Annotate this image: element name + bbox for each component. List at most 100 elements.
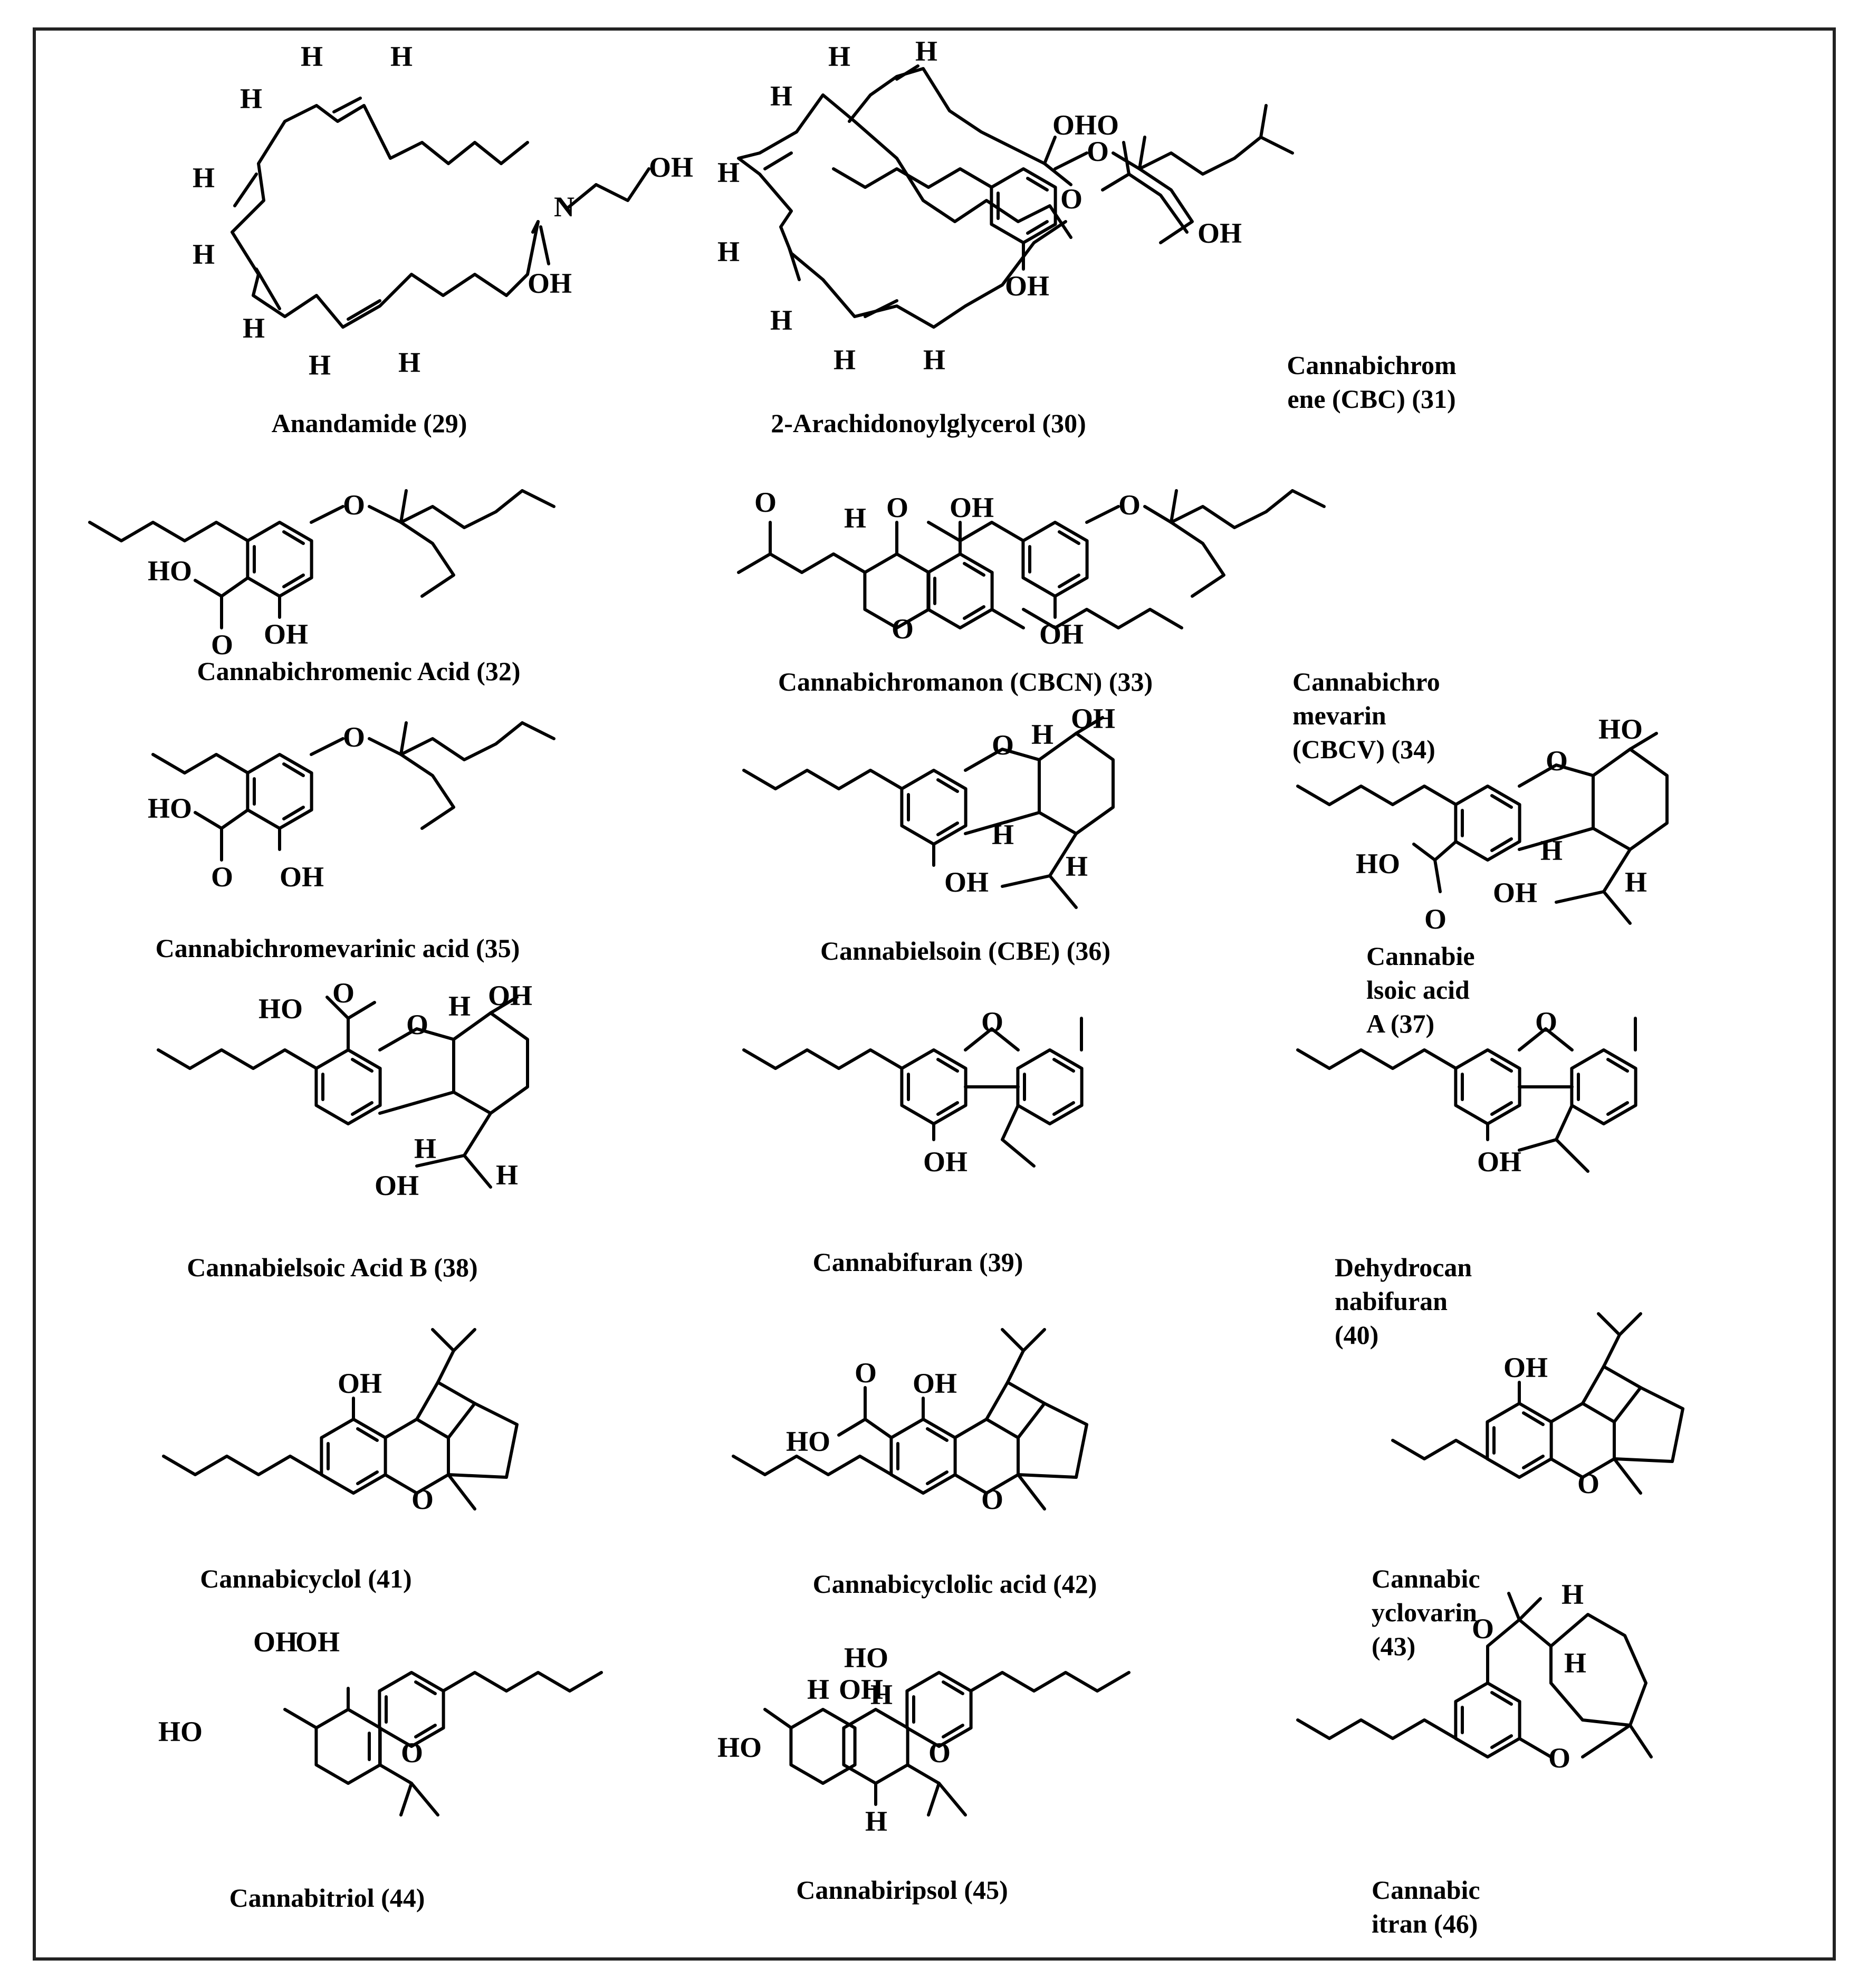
svg-text:H: H — [414, 1133, 436, 1164]
svg-text:HO: HO — [717, 1732, 762, 1763]
svg-text:O: O — [343, 489, 365, 521]
structure-34: O OH — [928, 489, 1326, 650]
caption-35: Cannabichromevarinic acid (35) — [155, 933, 520, 963]
svg-text:H: H — [1625, 866, 1647, 898]
svg-text:O: O — [754, 486, 777, 518]
caption-33: Cannabichromanon (CBCN) (33) — [778, 667, 1153, 696]
svg-text:H: H — [1540, 835, 1563, 866]
svg-text:H: H — [448, 990, 471, 1022]
structure-37: O HO H H HO O OH — [1298, 713, 1669, 935]
caption-37: Cannabie lsoic acid A (37) — [1366, 941, 1475, 1038]
caption-36: Cannabielsoin (CBE) (36) — [820, 936, 1111, 966]
caption-30: 2-Arachidonoylglycerol (30) — [771, 408, 1086, 438]
svg-text:H: H — [992, 819, 1014, 850]
svg-text:OH: OH — [375, 1170, 419, 1201]
caption-44: Cannabitriol (44) — [229, 1883, 425, 1913]
svg-text:O: O — [1535, 1006, 1557, 1038]
svg-text:OH: OH — [649, 151, 693, 183]
svg-text:O: O — [992, 729, 1014, 761]
svg-text:H: H — [807, 1674, 829, 1705]
svg-text:O: O — [411, 1484, 434, 1515]
structure-39: O OH — [744, 1006, 1082, 1178]
svg-text:HO: HO — [158, 1716, 203, 1747]
svg-text:O: O — [886, 492, 908, 523]
svg-text:H: H — [390, 41, 413, 72]
structure-46: O O H H — [1298, 1579, 1653, 1774]
caption-41: Cannabicyclol (41) — [200, 1564, 412, 1593]
svg-text:OH: OH — [338, 1368, 382, 1399]
svg-text:OH: OH — [1198, 217, 1242, 249]
svg-text:O: O — [855, 1357, 877, 1389]
svg-text:OH: OH — [1005, 270, 1049, 302]
svg-text:OH: OH — [488, 980, 532, 1011]
svg-text:HO: HO — [786, 1426, 830, 1457]
caption-43: Cannabic yclovarin (43) — [1372, 1564, 1480, 1661]
caption-31: Cannabichrom ene (CBC) (31) — [1287, 350, 1457, 414]
svg-text:H: H — [309, 349, 331, 381]
svg-text:O: O — [892, 613, 914, 645]
svg-text:H: H — [398, 347, 420, 378]
svg-text:H: H — [1066, 850, 1088, 882]
svg-text:H: H — [717, 157, 740, 188]
svg-text:HO: HO — [148, 792, 192, 824]
figure-border — [33, 27, 1836, 1961]
svg-text:HO: HO — [258, 993, 303, 1025]
structure-45: O HO H OH H HO H — [717, 1642, 1131, 1837]
structure-35: HO O OH O — [148, 721, 555, 893]
svg-text:OH: OH — [1071, 703, 1115, 734]
svg-text:HO: HO — [1356, 848, 1400, 880]
svg-text:H: H — [834, 344, 856, 376]
structure-40: O OH — [1298, 1006, 1636, 1178]
svg-text:OH: OH — [1503, 1352, 1548, 1383]
svg-text:OH: OH — [295, 1626, 340, 1658]
svg-text:N: N — [554, 191, 574, 223]
svg-text:O: O — [332, 977, 355, 1009]
svg-text:OH: OH — [950, 492, 994, 523]
structure-41: O OH — [164, 1328, 519, 1515]
svg-text:O: O — [1424, 903, 1446, 935]
svg-text:H: H — [243, 312, 265, 344]
caption-46: Cannabic itran (46) — [1372, 1875, 1480, 1938]
svg-text:O: O — [211, 629, 233, 661]
svg-text:OH: OH — [1493, 877, 1537, 909]
svg-text:OH: OH — [528, 267, 572, 299]
svg-text:H: H — [844, 502, 866, 534]
svg-text:H: H — [828, 41, 850, 72]
svg-text:OH: OH — [944, 866, 989, 898]
svg-text:O: O — [981, 1484, 1003, 1515]
svg-text:O: O — [406, 1009, 428, 1040]
structure-29: H H H H H H H H N OH OH — [193, 41, 693, 381]
structure-38: HO O O H OH H H OH — [158, 977, 532, 1201]
svg-text:O: O — [1060, 183, 1083, 215]
structure-36: O H OH H H OH — [744, 703, 1115, 909]
svg-text:H: H — [193, 162, 215, 194]
svg-text:OH: OH — [923, 1146, 967, 1178]
svg-text:HO: HO — [148, 555, 192, 587]
svg-text:H: H — [240, 83, 262, 114]
svg-text:OH: OH — [264, 618, 308, 650]
svg-text:OH: OH — [839, 1674, 883, 1705]
svg-text:H: H — [770, 80, 792, 112]
svg-text:H: H — [717, 236, 740, 267]
caption-39: Cannabifuran (39) — [812, 1247, 1023, 1277]
svg-text:O: O — [1118, 489, 1141, 521]
svg-text:O: O — [1546, 745, 1568, 777]
structure-42: O HO O OH — [733, 1328, 1088, 1515]
svg-text:OH: OH — [913, 1368, 957, 1399]
svg-text:H: H — [1564, 1647, 1586, 1679]
structure-44: O OH OH HO — [158, 1626, 603, 1817]
svg-text:O: O — [1472, 1613, 1494, 1645]
caption-45: Cannabiripsol (45) — [796, 1875, 1008, 1905]
svg-text:HO: HO — [844, 1642, 888, 1674]
caption-32: Cannabichromenic Acid (32) — [197, 656, 521, 686]
svg-text:O: O — [1548, 1742, 1570, 1774]
svg-text:H: H — [1562, 1579, 1584, 1610]
svg-text:H: H — [865, 1805, 887, 1837]
svg-text:O: O — [401, 1737, 423, 1769]
svg-text:OH: OH — [280, 861, 324, 893]
structure-43: O OH — [1393, 1312, 1684, 1499]
svg-text:H: H — [301, 41, 323, 72]
svg-text:H: H — [923, 344, 945, 376]
svg-text:HO: HO — [1598, 713, 1643, 745]
